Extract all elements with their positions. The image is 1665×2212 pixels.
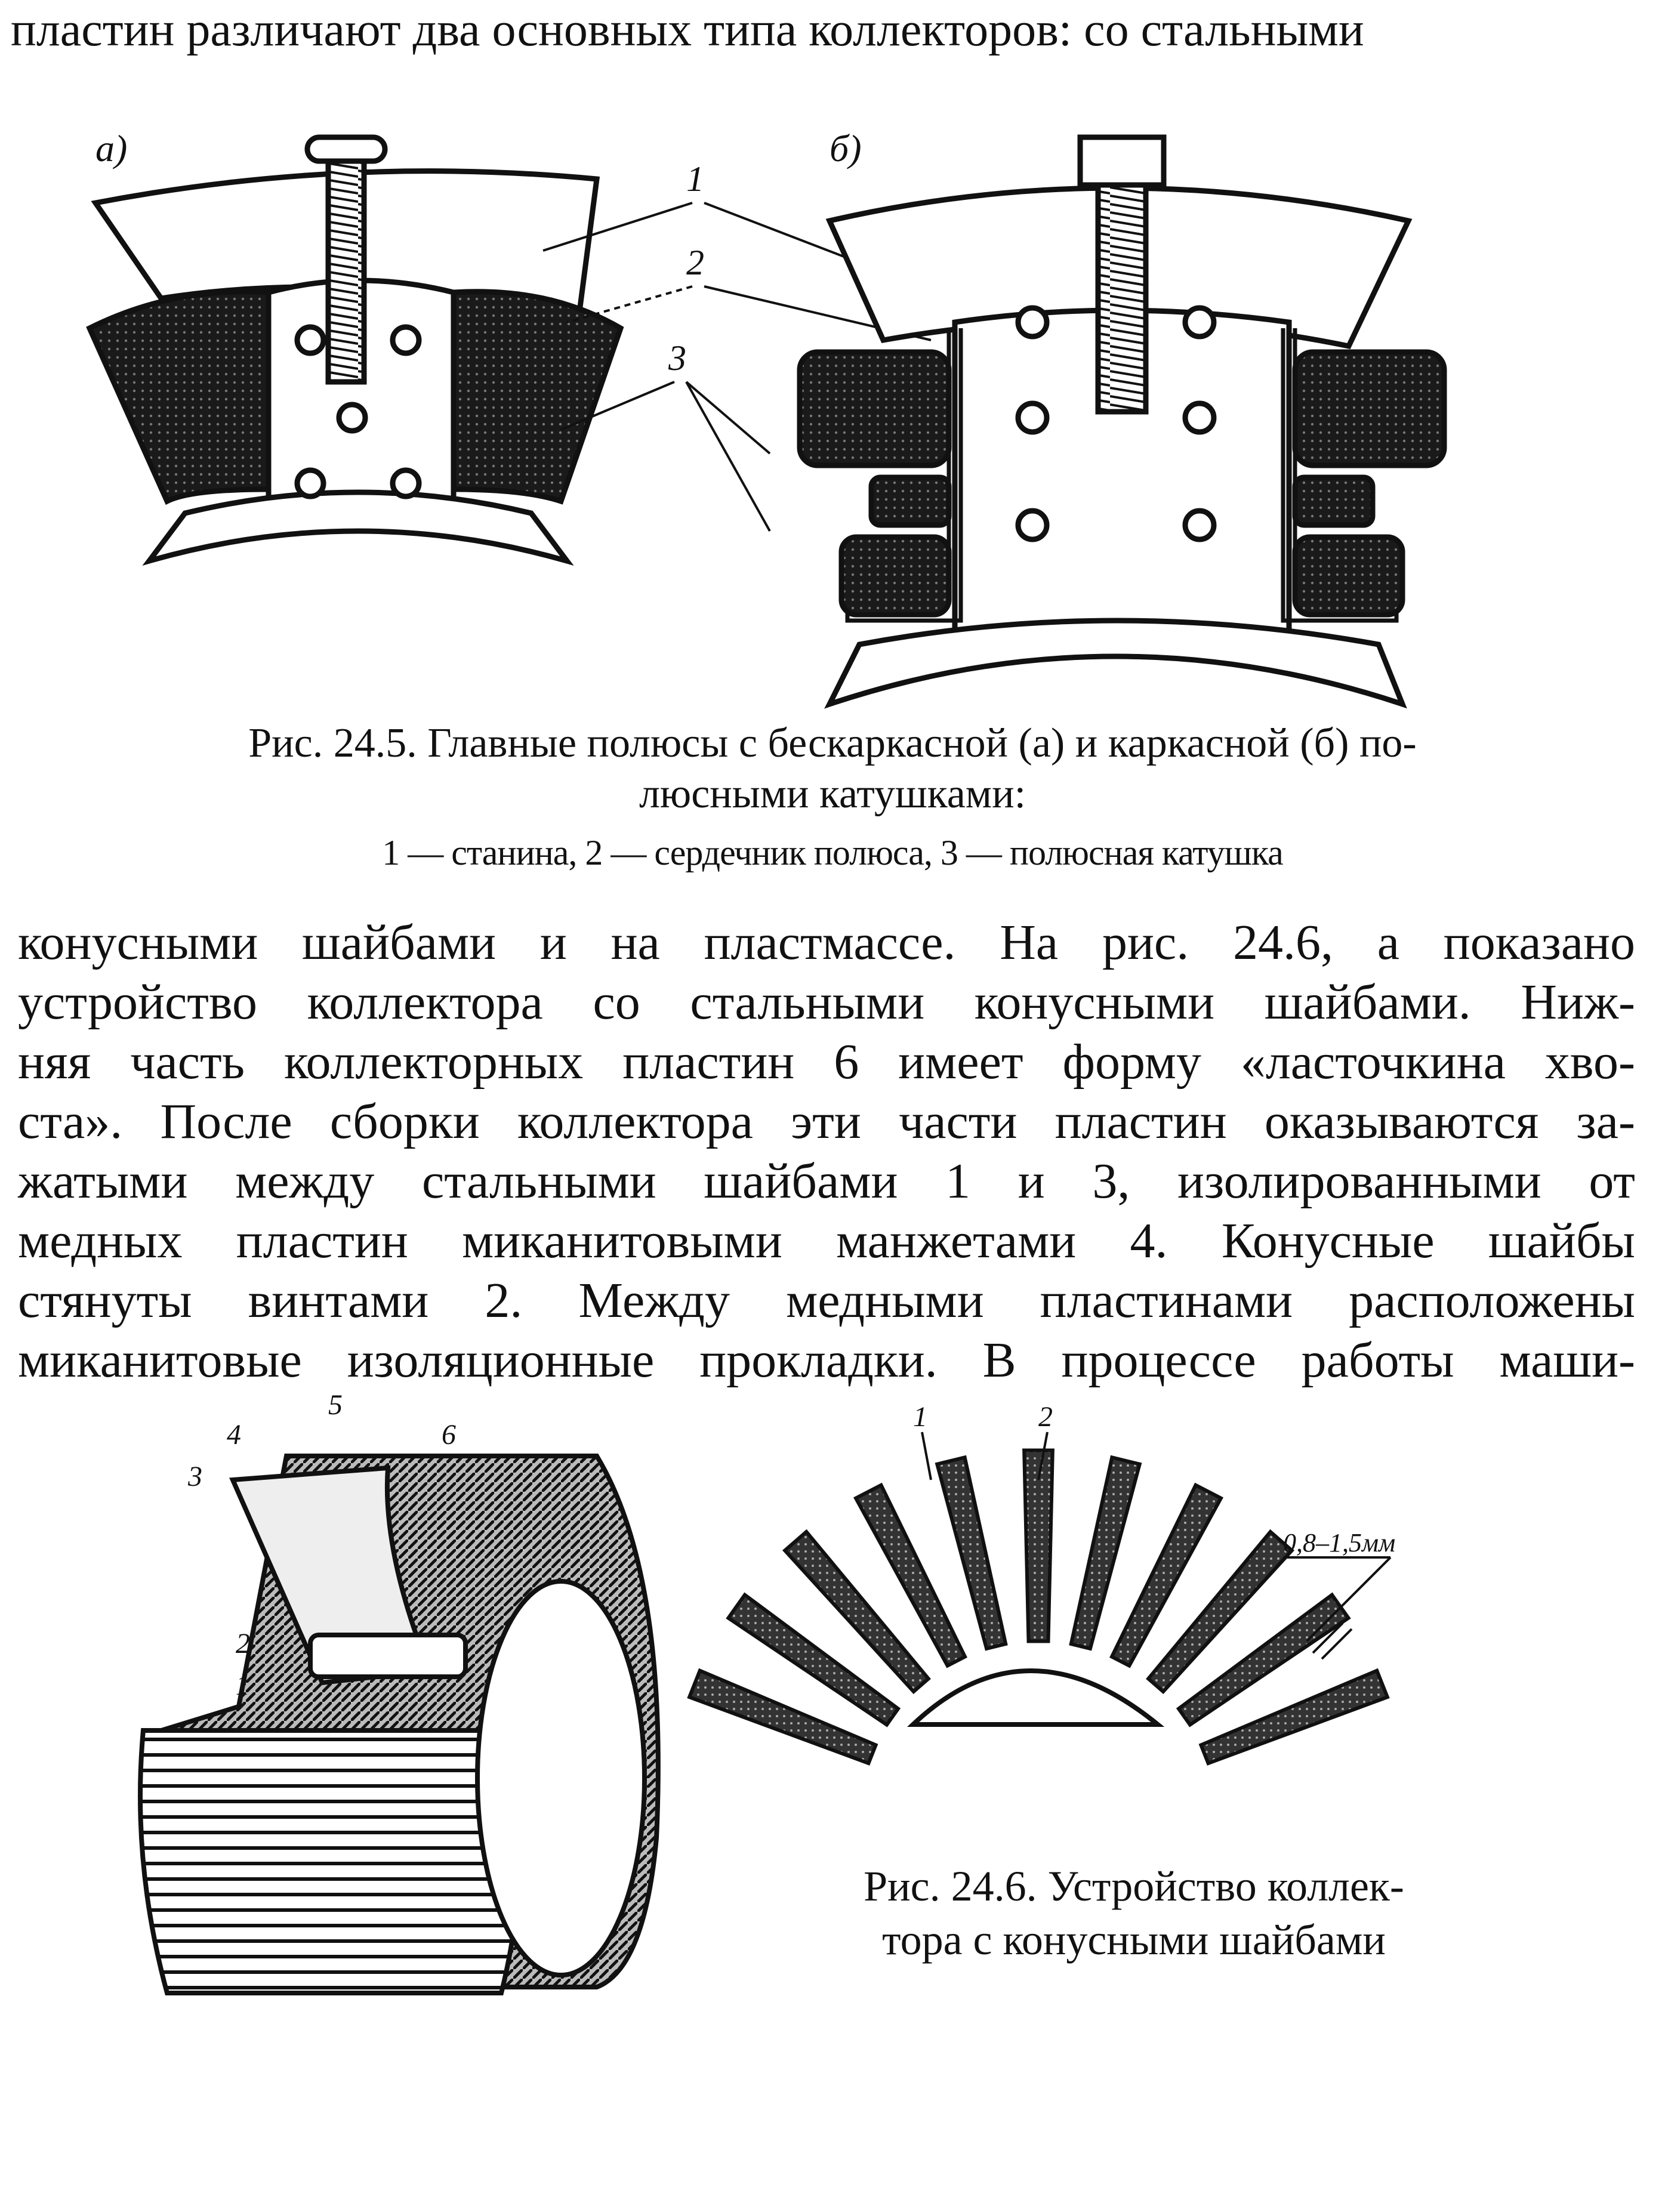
coil-b-left-bot — [838, 534, 952, 618]
segment-callouts: 1 2 0,8–1,5мм — [913, 1401, 1395, 1660]
coil-b-left-mid — [868, 474, 952, 528]
assembly-callout-2: 2 — [236, 1628, 250, 1659]
figure-24-6-segments: 1 2 0,8–1,5мм — [687, 1401, 1395, 1766]
segment-callout-2: 2 — [1038, 1401, 1053, 1433]
body-line-6: медных пластин миканитовыми манжетами 4.… — [18, 1213, 1635, 1269]
bolt-b — [1095, 146, 1149, 415]
commutator-segment — [1146, 1529, 1295, 1695]
coil-b-right-top — [1292, 349, 1447, 468]
coil-right-a — [451, 289, 624, 505]
body-line-2: устройство коллектора со стальными конус… — [18, 974, 1635, 1030]
assembly-callout-1: 1 — [236, 1670, 250, 1701]
clamp-bolt — [308, 1633, 468, 1679]
coil-b-right-bot — [1292, 534, 1405, 618]
panel-a-label: а) — [95, 127, 127, 169]
callout-3: 3 — [668, 338, 686, 378]
figure-24-5: а) 1 2 3 б) — [86, 127, 1447, 709]
commutator-segment — [935, 1455, 1008, 1651]
pole-a — [86, 134, 624, 566]
caption-24-5-line2: люсными катушками: — [639, 771, 1026, 817]
body-line-8: миканитовые изоляционные прокладки. В пр… — [18, 1332, 1635, 1388]
figure-24-6-assembly: 5 6 4 3 2 1 — [138, 1389, 661, 1995]
caption-24-6-line1: Рис. 24.6. Устройство коллек- — [864, 1862, 1404, 1910]
commutator-segment — [1022, 1448, 1054, 1643]
top-text-line: пластин различают два основных типа колл… — [11, 4, 1364, 56]
assembly-callouts: 5 6 4 3 2 1 — [187, 1389, 456, 1701]
assembly-callout-5: 5 — [328, 1389, 343, 1421]
coil-left-a — [86, 289, 272, 505]
pole-b — [797, 134, 1447, 709]
coil-b-right-mid — [1292, 474, 1376, 528]
body-line-4: ста». После сборки коллектора эти части … — [18, 1094, 1635, 1149]
assembly-callout-4: 4 — [227, 1419, 241, 1451]
commutator-segment — [687, 1668, 878, 1766]
pole-shoe-b — [824, 618, 1407, 709]
commutator-segments — [687, 1448, 1390, 1766]
caption-24-6-line2: тора с конусными шайбами — [882, 1916, 1386, 1964]
legend-24-5: 1 — станина, 2 — сердечник полюса, 3 — п… — [382, 833, 1284, 872]
body-line-5: жатыми между стальными шайбами 1 и 3, из… — [18, 1153, 1635, 1209]
commutator-segment — [1069, 1455, 1142, 1651]
bolt-a — [325, 152, 367, 385]
gap-dimension-label: 0,8–1,5мм — [1283, 1528, 1395, 1557]
callout-2: 2 — [686, 243, 704, 282]
coil-b-left-top — [797, 349, 952, 468]
commutator-segment — [726, 1592, 901, 1727]
body-line-1: конусными шайбами и на пластмассе. На ри… — [18, 915, 1635, 970]
callout-1: 1 — [686, 159, 704, 199]
assembly-callout-6: 6 — [442, 1419, 456, 1451]
commutator-segment — [782, 1529, 931, 1695]
caption-24-5-line1: Рис. 24.5. Главные полюсы с бескаркасной… — [248, 720, 1417, 766]
body-line-7: стянуты винтами 2. Между медными пластин… — [18, 1273, 1635, 1328]
segment-callout-1: 1 — [913, 1401, 927, 1433]
commutator-segment — [1109, 1482, 1224, 1668]
body-line-3: няя часть коллекторных пластин 6 имеет ф… — [18, 1034, 1635, 1090]
commutator-segment — [853, 1482, 967, 1668]
commutator-bars — [138, 1728, 522, 1995]
commutator-segment — [1176, 1592, 1351, 1727]
pole-shoe-a — [142, 489, 574, 566]
panel-b-label: б) — [830, 127, 862, 169]
commutator-segment — [1198, 1668, 1390, 1766]
assembly-callout-3: 3 — [187, 1461, 202, 1492]
